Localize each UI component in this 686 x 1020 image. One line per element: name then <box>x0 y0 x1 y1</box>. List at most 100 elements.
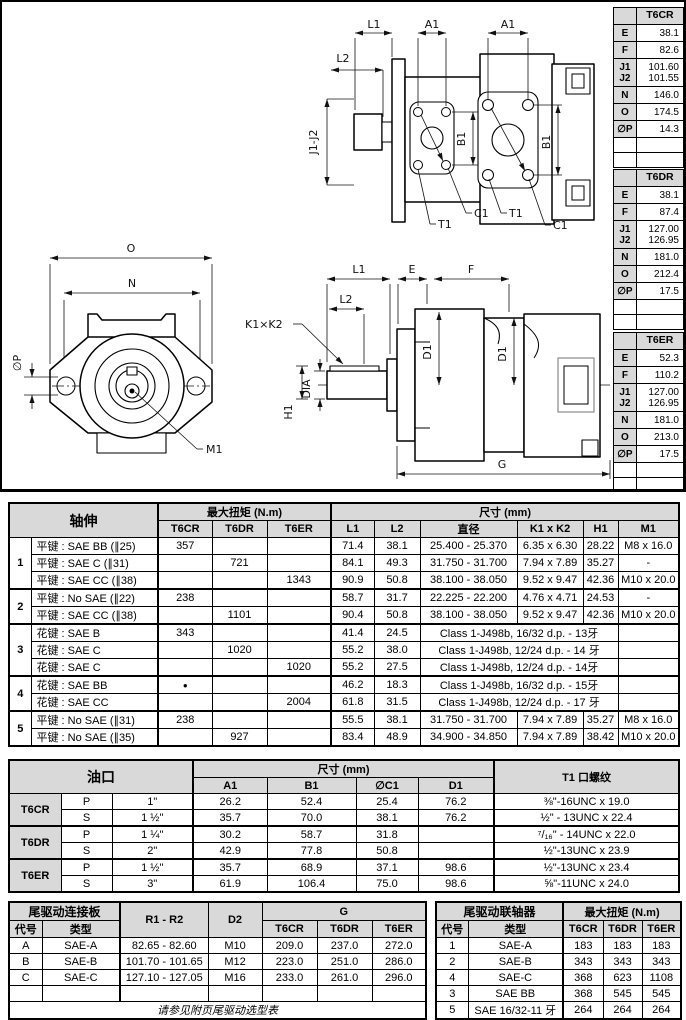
dim-label-d1-2: D1 <box>496 346 509 361</box>
keyway <box>126 366 138 376</box>
coupling-title: 尾驱动联轴器 <box>435 901 564 921</box>
col-header: 类型 <box>467 920 564 938</box>
drawing-area: L1 A1 A1 L2 J1-J2 B1 B1 T1 C1 T1 <box>0 0 686 492</box>
table-row: 请参见附页尾驱动选型表 <box>8 1001 427 1020</box>
group-number: 1 <box>8 537 32 590</box>
spline-spec: Class 1-J498b, 12/24 d.p. - 17 牙 <box>419 693 619 712</box>
col-header: K1 x K2 <box>516 520 584 538</box>
dim-label-b1-2: B1 <box>540 135 553 150</box>
dim-label-op: ∅P <box>11 355 24 372</box>
tables-section: 轴伸 最大扭矩 (N.m) 尺寸 (mm) T6CR T6DR T6ER L1 … <box>8 502 683 1020</box>
shaft-type: 平键 : SAE BB (∥25) <box>30 537 159 555</box>
leader-label-t1-1: T1 <box>437 218 452 231</box>
leader-label-m1: M1 <box>206 443 223 456</box>
shaft-table: 轴伸 最大扭矩 (N.m) 尺寸 (mm) T6CR T6DR T6ER L1 … <box>8 502 681 747</box>
model-header: T6DR <box>635 169 684 187</box>
group-number: 3 <box>8 623 32 677</box>
leader-label-c1-1: C1 <box>474 207 489 220</box>
dim-label-f: F <box>468 263 474 276</box>
front-flange <box>396 328 416 442</box>
col-header: A1 <box>192 777 268 794</box>
dim-label-j1j2: J1-J2 <box>307 129 320 155</box>
side-view-drawing: L1 E F L2 K1×K2 D1 D1 DIA H1 <box>245 263 614 479</box>
mounting-face-top <box>87 313 176 337</box>
leader-label-c1-2: C1 <box>553 219 568 232</box>
top-view-drawing: L1 A1 A1 L2 J1-J2 B1 B1 T1 C1 T1 <box>307 18 595 232</box>
empty-row <box>8 985 427 1002</box>
col-header: T6DR <box>211 520 268 538</box>
spline-spec: Class 1-J498b, 12/24 d.p. - 14 牙 <box>419 641 619 659</box>
dim-label-b1-1: B1 <box>455 132 468 147</box>
torque-header: 最大扭矩 (N.m) <box>562 901 682 921</box>
model-label: T6CR <box>8 793 62 827</box>
shaft-title: 轴伸 <box>8 502 159 538</box>
spline-spec: Class 1-J498b, 16/32 d.p. - 13牙 <box>419 623 619 642</box>
shaft-key <box>329 365 380 372</box>
col-header: L2 <box>373 520 421 538</box>
col-header: 直径 <box>419 520 518 538</box>
dim-label-g: G <box>498 458 507 471</box>
dim-label-l2-side: L2 <box>339 293 352 306</box>
col-header: B1 <box>266 777 357 794</box>
col-header: 代号 <box>8 920 43 938</box>
torque-header: 最大扭矩 (N.m) <box>156 502 332 521</box>
dim-label-l1-side: L1 <box>352 263 365 276</box>
col-header: D1 <box>417 777 495 794</box>
shaft <box>326 370 388 400</box>
t1-thread-header: T1 口螺纹 <box>493 759 680 794</box>
col-header: T6ER <box>371 920 427 938</box>
dim-label-l2-top: L2 <box>336 52 349 65</box>
dim-label-l1-top: L1 <box>367 18 380 31</box>
col-header: M1 <box>617 520 680 538</box>
model-header: T6CR <box>635 7 684 25</box>
spline-spec: Class 1-J498b, 12/24 d.p. - 14牙 <box>419 658 619 677</box>
col-header: T6DR <box>316 920 373 938</box>
group-number: 4 <box>8 675 32 712</box>
col-header: ∅C1 <box>355 777 419 794</box>
dim-label-k1k2: K1×K2 <box>245 318 283 331</box>
spline-spec: Class 1-J498b, 16/32 d.p. - 15牙 <box>419 675 619 694</box>
body-2 <box>483 317 525 453</box>
ports-title: 油口 <box>8 759 194 794</box>
group-number: 5 <box>8 710 32 747</box>
dim-label-h1: H1 <box>282 404 295 419</box>
leader-label-t1-2: T1 <box>508 207 523 220</box>
size-header: 尺寸 (mm) <box>330 502 680 521</box>
col-header: T6ER <box>641 920 682 938</box>
col-header: T6CR <box>562 920 604 938</box>
body-1 <box>414 308 485 462</box>
col-header: T6ER <box>266 520 332 538</box>
dim-label-n: N <box>128 277 136 290</box>
col-header: G <box>261 901 427 921</box>
plate-footnote: 请参见附页尾驱动选型表 <box>8 1001 427 1020</box>
col-header: H1 <box>582 520 619 538</box>
model-label: T6ER <box>8 858 62 893</box>
model-header: T6ER <box>635 332 684 350</box>
